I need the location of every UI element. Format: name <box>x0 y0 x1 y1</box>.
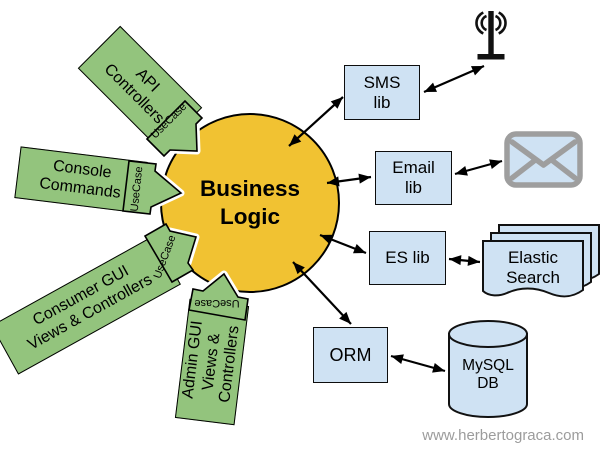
antenna-icon <box>475 11 507 60</box>
adapter-orm-label: ORM <box>314 345 387 366</box>
elastic-line2: Search <box>506 267 560 287</box>
arrow-es-elastic <box>448 255 481 266</box>
arrow-email-envelope <box>454 159 503 176</box>
business-logic-line2: Logic <box>220 204 280 229</box>
orm-line1: ORM <box>329 344 372 365</box>
usecase-connector-consumer <box>143 222 198 284</box>
arrow-orm-mysql <box>390 354 446 373</box>
arrow-core-sms <box>288 96 344 147</box>
business-logic-label: Business Logic <box>162 175 338 232</box>
mysql-line2: DB <box>477 375 499 393</box>
sms-line2: lib <box>373 92 391 112</box>
usecase-label-admin: UseCase <box>194 297 240 309</box>
usecase-connector-api <box>145 99 204 158</box>
email-line2: lib <box>404 178 422 197</box>
email-line1: Email <box>392 158 435 178</box>
usecase-connector-console <box>122 160 183 215</box>
adapter-email-lib: Email lib <box>375 151 452 205</box>
business-logic-line1: Business <box>199 175 301 201</box>
elastic-search-label: Elastic Search <box>483 248 583 288</box>
document-stack-icon <box>482 224 600 298</box>
es-line1: ES lib <box>385 248 430 268</box>
elastic-line1: Elastic <box>507 248 559 267</box>
sms-line1: SMS <box>363 72 401 92</box>
arrow-sms-antenna <box>423 64 485 94</box>
adapter-sms-lib: SMS lib <box>344 65 420 120</box>
adapter-email-lib-label: Email lib <box>376 158 451 197</box>
adapter-es-lib-label: ES lib <box>370 248 445 268</box>
mysql-db-label: MySQL DB <box>449 357 527 393</box>
arrow-core-es <box>319 233 367 255</box>
adapter-sms-lib-label: SMS lib <box>345 73 419 112</box>
adapter-orm: ORM <box>313 327 388 383</box>
usecase-connector-admin <box>188 272 249 321</box>
database-cylinder-icon <box>448 320 528 418</box>
arrow-core-orm <box>292 261 352 325</box>
watermark: www.herbertograca.com <box>422 427 584 444</box>
adapter-es-lib: ES lib <box>369 231 446 285</box>
arrow-core-email <box>326 173 372 187</box>
mysql-line1: MySQL <box>462 357 514 374</box>
email-icon <box>504 131 583 188</box>
